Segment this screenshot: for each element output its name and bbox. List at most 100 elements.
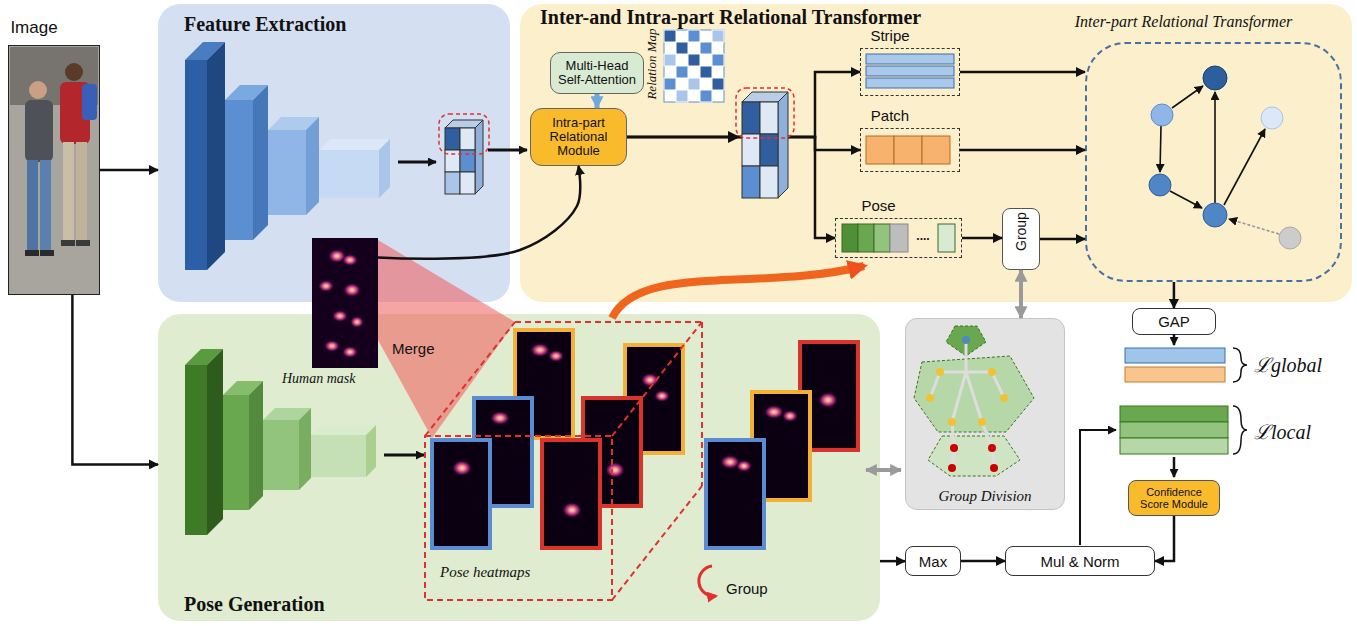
loss-label: ℒlocal	[1254, 418, 1311, 445]
connector	[100, 169, 158, 172]
backbone-cnn	[263, 420, 299, 490]
mask-heat	[343, 283, 361, 297]
pose-heatmaps	[452, 460, 472, 476]
feature-bars	[1080, 334, 1247, 545]
relation-graph	[1203, 66, 1227, 90]
pose-heatmaps	[706, 440, 764, 548]
backbone-cnn	[299, 408, 311, 490]
connector	[880, 560, 905, 563]
relation-map	[664, 30, 724, 102]
connector	[1019, 270, 1023, 318]
node-text: Intra-part Relational Module	[534, 116, 623, 159]
part-features	[858, 224, 874, 252]
node-text: Max	[919, 553, 947, 570]
body-groups	[966, 372, 982, 422]
backbone-cnn	[311, 435, 366, 477]
feature-bars	[1233, 348, 1247, 382]
relation-graph	[1279, 227, 1301, 249]
backbone-cnn	[311, 425, 376, 435]
process-box: Intra-part Relational Module	[530, 108, 627, 166]
relation-graph	[1160, 126, 1161, 172]
feature-bars	[1120, 438, 1228, 454]
body-groups	[936, 368, 944, 376]
node-text: Inter-and Intra-part Relational Transfor…	[540, 6, 921, 28]
backbone-cnn	[253, 85, 268, 240]
person-photo	[25, 250, 39, 256]
backbone-cnn	[398, 161, 436, 164]
feature-map	[445, 128, 460, 150]
body-groups	[990, 464, 998, 472]
pose-heatmaps	[605, 462, 625, 478]
node-text: Group	[1013, 227, 1029, 251]
body-groups	[926, 394, 934, 402]
pose-heatmaps	[542, 440, 600, 548]
part-features	[874, 224, 890, 252]
body-groups	[988, 444, 996, 452]
person-photo	[63, 142, 74, 242]
person-photo	[65, 63, 83, 81]
connector	[961, 560, 1005, 563]
node-text: Stripe	[841, 27, 939, 44]
mask-heat	[342, 254, 358, 266]
body-groups	[978, 418, 986, 426]
pose-heatmaps	[782, 410, 798, 422]
operation-label: Group	[726, 580, 768, 597]
node-text: Mul & Norm	[1040, 553, 1119, 570]
connector	[1040, 238, 1085, 241]
feature-bars	[1120, 422, 1228, 438]
backbone-cnn	[185, 60, 207, 270]
connector	[1155, 516, 1174, 561]
backbone-cnn	[207, 42, 225, 270]
person-photo	[25, 100, 53, 162]
relation-graph	[1149, 174, 1171, 196]
backbone-cnn	[207, 349, 223, 535]
operation-label: Merge	[392, 340, 435, 357]
person-photo	[61, 240, 75, 246]
mask-heat	[350, 316, 364, 328]
pose-heatmaps	[654, 390, 670, 402]
backbone-cnn	[384, 454, 424, 457]
part-features	[866, 66, 954, 76]
backbone-cnn	[319, 150, 379, 198]
relation-map	[664, 30, 676, 42]
feature-bars	[1173, 457, 1176, 477]
feature-map	[778, 92, 788, 198]
relation-map	[664, 78, 676, 90]
part-features	[866, 136, 894, 164]
part-features	[922, 136, 950, 164]
person-photo	[10, 47, 98, 293]
feature-map	[488, 149, 527, 152]
feature-map	[742, 134, 760, 166]
relation-map	[712, 78, 724, 90]
mask-heat	[342, 346, 358, 358]
node-text: ....	[911, 229, 935, 243]
mask-heat	[332, 310, 348, 322]
part-features	[890, 224, 908, 252]
relation-map	[688, 78, 700, 90]
relation-map	[664, 30, 724, 102]
person-photo	[40, 160, 51, 252]
feature-bars	[1173, 334, 1176, 345]
connector	[960, 149, 1085, 152]
person-photo	[29, 81, 47, 99]
backbone-cnn	[268, 130, 306, 215]
feature-bars	[1120, 406, 1228, 422]
relation-map	[700, 66, 712, 78]
backbone-cnn	[319, 139, 390, 150]
feature-map	[460, 172, 475, 194]
connector	[960, 71, 1085, 74]
pose-heatmaps	[490, 411, 510, 425]
backbone-cnn	[185, 365, 207, 535]
node-text: Pose Generation	[184, 593, 325, 616]
pose-heatmaps	[562, 502, 582, 518]
connector	[962, 237, 1002, 240]
part-features	[842, 224, 858, 252]
mask-heat	[318, 280, 334, 292]
pose-heatmaps	[530, 343, 550, 357]
body-groups	[950, 444, 958, 452]
node-text: Group Division	[906, 488, 1064, 505]
relation-map	[688, 30, 700, 42]
node-text: Multi-Head Self-Attention	[554, 59, 640, 88]
